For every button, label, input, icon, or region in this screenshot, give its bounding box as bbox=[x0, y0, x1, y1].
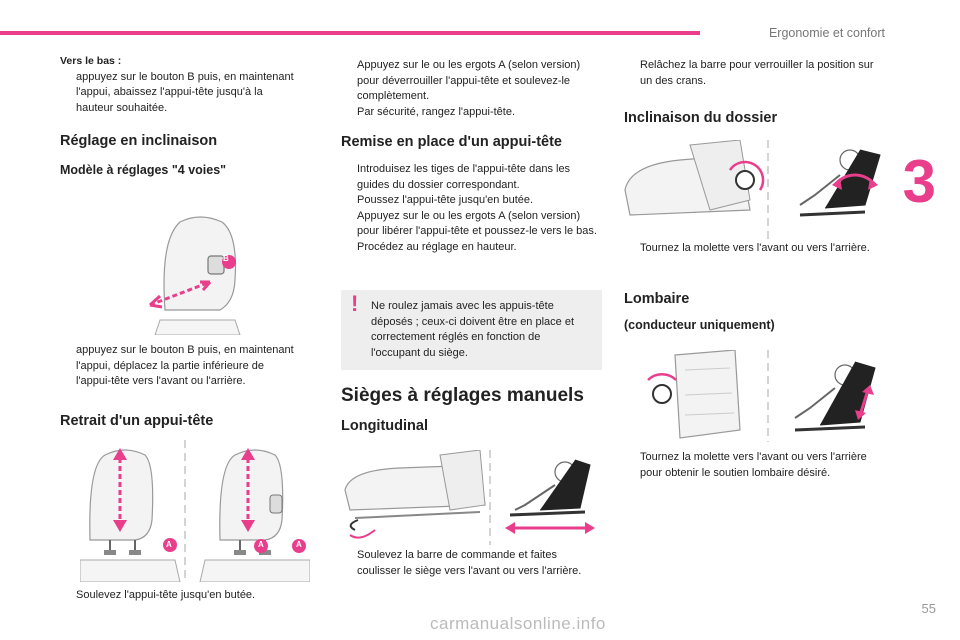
warning-box: ! Ne roulez jamais avec les appuis-tête … bbox=[341, 290, 602, 370]
refit-item: Appuyez sur le ou les ergots A (selon ve… bbox=[357, 209, 597, 238]
label-a-2: A bbox=[258, 540, 264, 549]
longitudinal-text: Soulevez la barre de commande et faites … bbox=[341, 548, 603, 579]
warning-icon: ! bbox=[351, 291, 359, 316]
column-3-top: Relâchez la barre pour verrouiller la po… bbox=[624, 58, 886, 89]
refit-item: Introduisez les tiges de l'appui-tête da… bbox=[357, 163, 571, 191]
page-number: 55 bbox=[921, 601, 936, 616]
seat-longitudinal-illustration bbox=[344, 450, 595, 545]
column-2-top: Appuyez sur le ou les ergots A (selon ve… bbox=[341, 58, 603, 120]
refit-item: Procédez au réglage en hauteur. bbox=[357, 240, 517, 253]
warning-text: Ne roulez jamais avec les appuis-tête dé… bbox=[371, 300, 575, 359]
label-a-3: A bbox=[296, 540, 302, 549]
down-label: Vers le bas : bbox=[60, 55, 122, 67]
refit-list: Introduisez les tiges de l'appui-tête da… bbox=[341, 162, 603, 255]
label-b: B bbox=[223, 254, 229, 263]
column-1: Vers le bas : appuyez sur le bouton B pu… bbox=[60, 54, 300, 116]
section-title: Ergonomie et confort bbox=[768, 26, 885, 40]
seat-lumbar-illustration bbox=[647, 350, 876, 442]
lumbar-text: Tournez la molette vers l'avant ou vers … bbox=[624, 450, 886, 481]
watermark: carmanualsonline.info bbox=[430, 614, 606, 633]
remove-item: Soulevez l'appui-tête jusqu'en butée. bbox=[76, 589, 256, 601]
lumbar-item: Tournez la molette vers l'avant ou vers … bbox=[640, 451, 867, 479]
heading-driver-only: (conducteur uniquement) bbox=[624, 318, 775, 332]
tilt-text: appuyez sur le bouton B puis, en mainten… bbox=[60, 343, 300, 390]
heading-recline: Inclinaison du dossier bbox=[624, 110, 778, 126]
heading-4way: Modèle à réglages "4 voies" bbox=[60, 163, 227, 177]
release-item: Relâchez la barre pour verrouiller la po… bbox=[640, 59, 874, 87]
longitudinal-item: Soulevez la barre de commande et faites … bbox=[357, 549, 582, 577]
recline-item: Tournez la molette vers l'avant ou vers … bbox=[640, 242, 870, 254]
refit-item: Poussez l'appui-tête jusqu'en butée. bbox=[357, 194, 534, 206]
header-accent-bar bbox=[0, 31, 700, 35]
chapter-number: 3 bbox=[902, 148, 936, 215]
headrest-tilt-illustration bbox=[148, 216, 241, 335]
label-a-1: A bbox=[166, 540, 172, 549]
tilt-item: appuyez sur le bouton B puis, en mainten… bbox=[76, 344, 294, 387]
heading-refit: Remise en place d'un appui-tête bbox=[341, 134, 562, 150]
heading-lumbar: Lombaire bbox=[624, 291, 690, 307]
headrest-removal-illustration bbox=[80, 440, 310, 582]
recline-text: Tournez la molette vers l'avant ou vers … bbox=[624, 241, 886, 257]
unlock-item: Appuyez sur le ou les ergots A (selon ve… bbox=[357, 59, 581, 102]
seat-recline-illustration bbox=[624, 140, 881, 240]
down-item: appuyez sur le bouton B puis, en mainten… bbox=[76, 70, 294, 114]
heading-longitudinal: Longitudinal bbox=[341, 418, 428, 434]
heading-tilt: Réglage en inclinaison bbox=[60, 133, 218, 149]
store-item: Par sécurité, rangez l'appui-tête. bbox=[357, 105, 516, 118]
remove-text: Soulevez l'appui-tête jusqu'en butée. bbox=[60, 588, 300, 604]
heading-manual-seats: Sièges à réglages manuels bbox=[341, 385, 584, 406]
heading-remove: Retrait d'un appui-tête bbox=[60, 413, 214, 429]
